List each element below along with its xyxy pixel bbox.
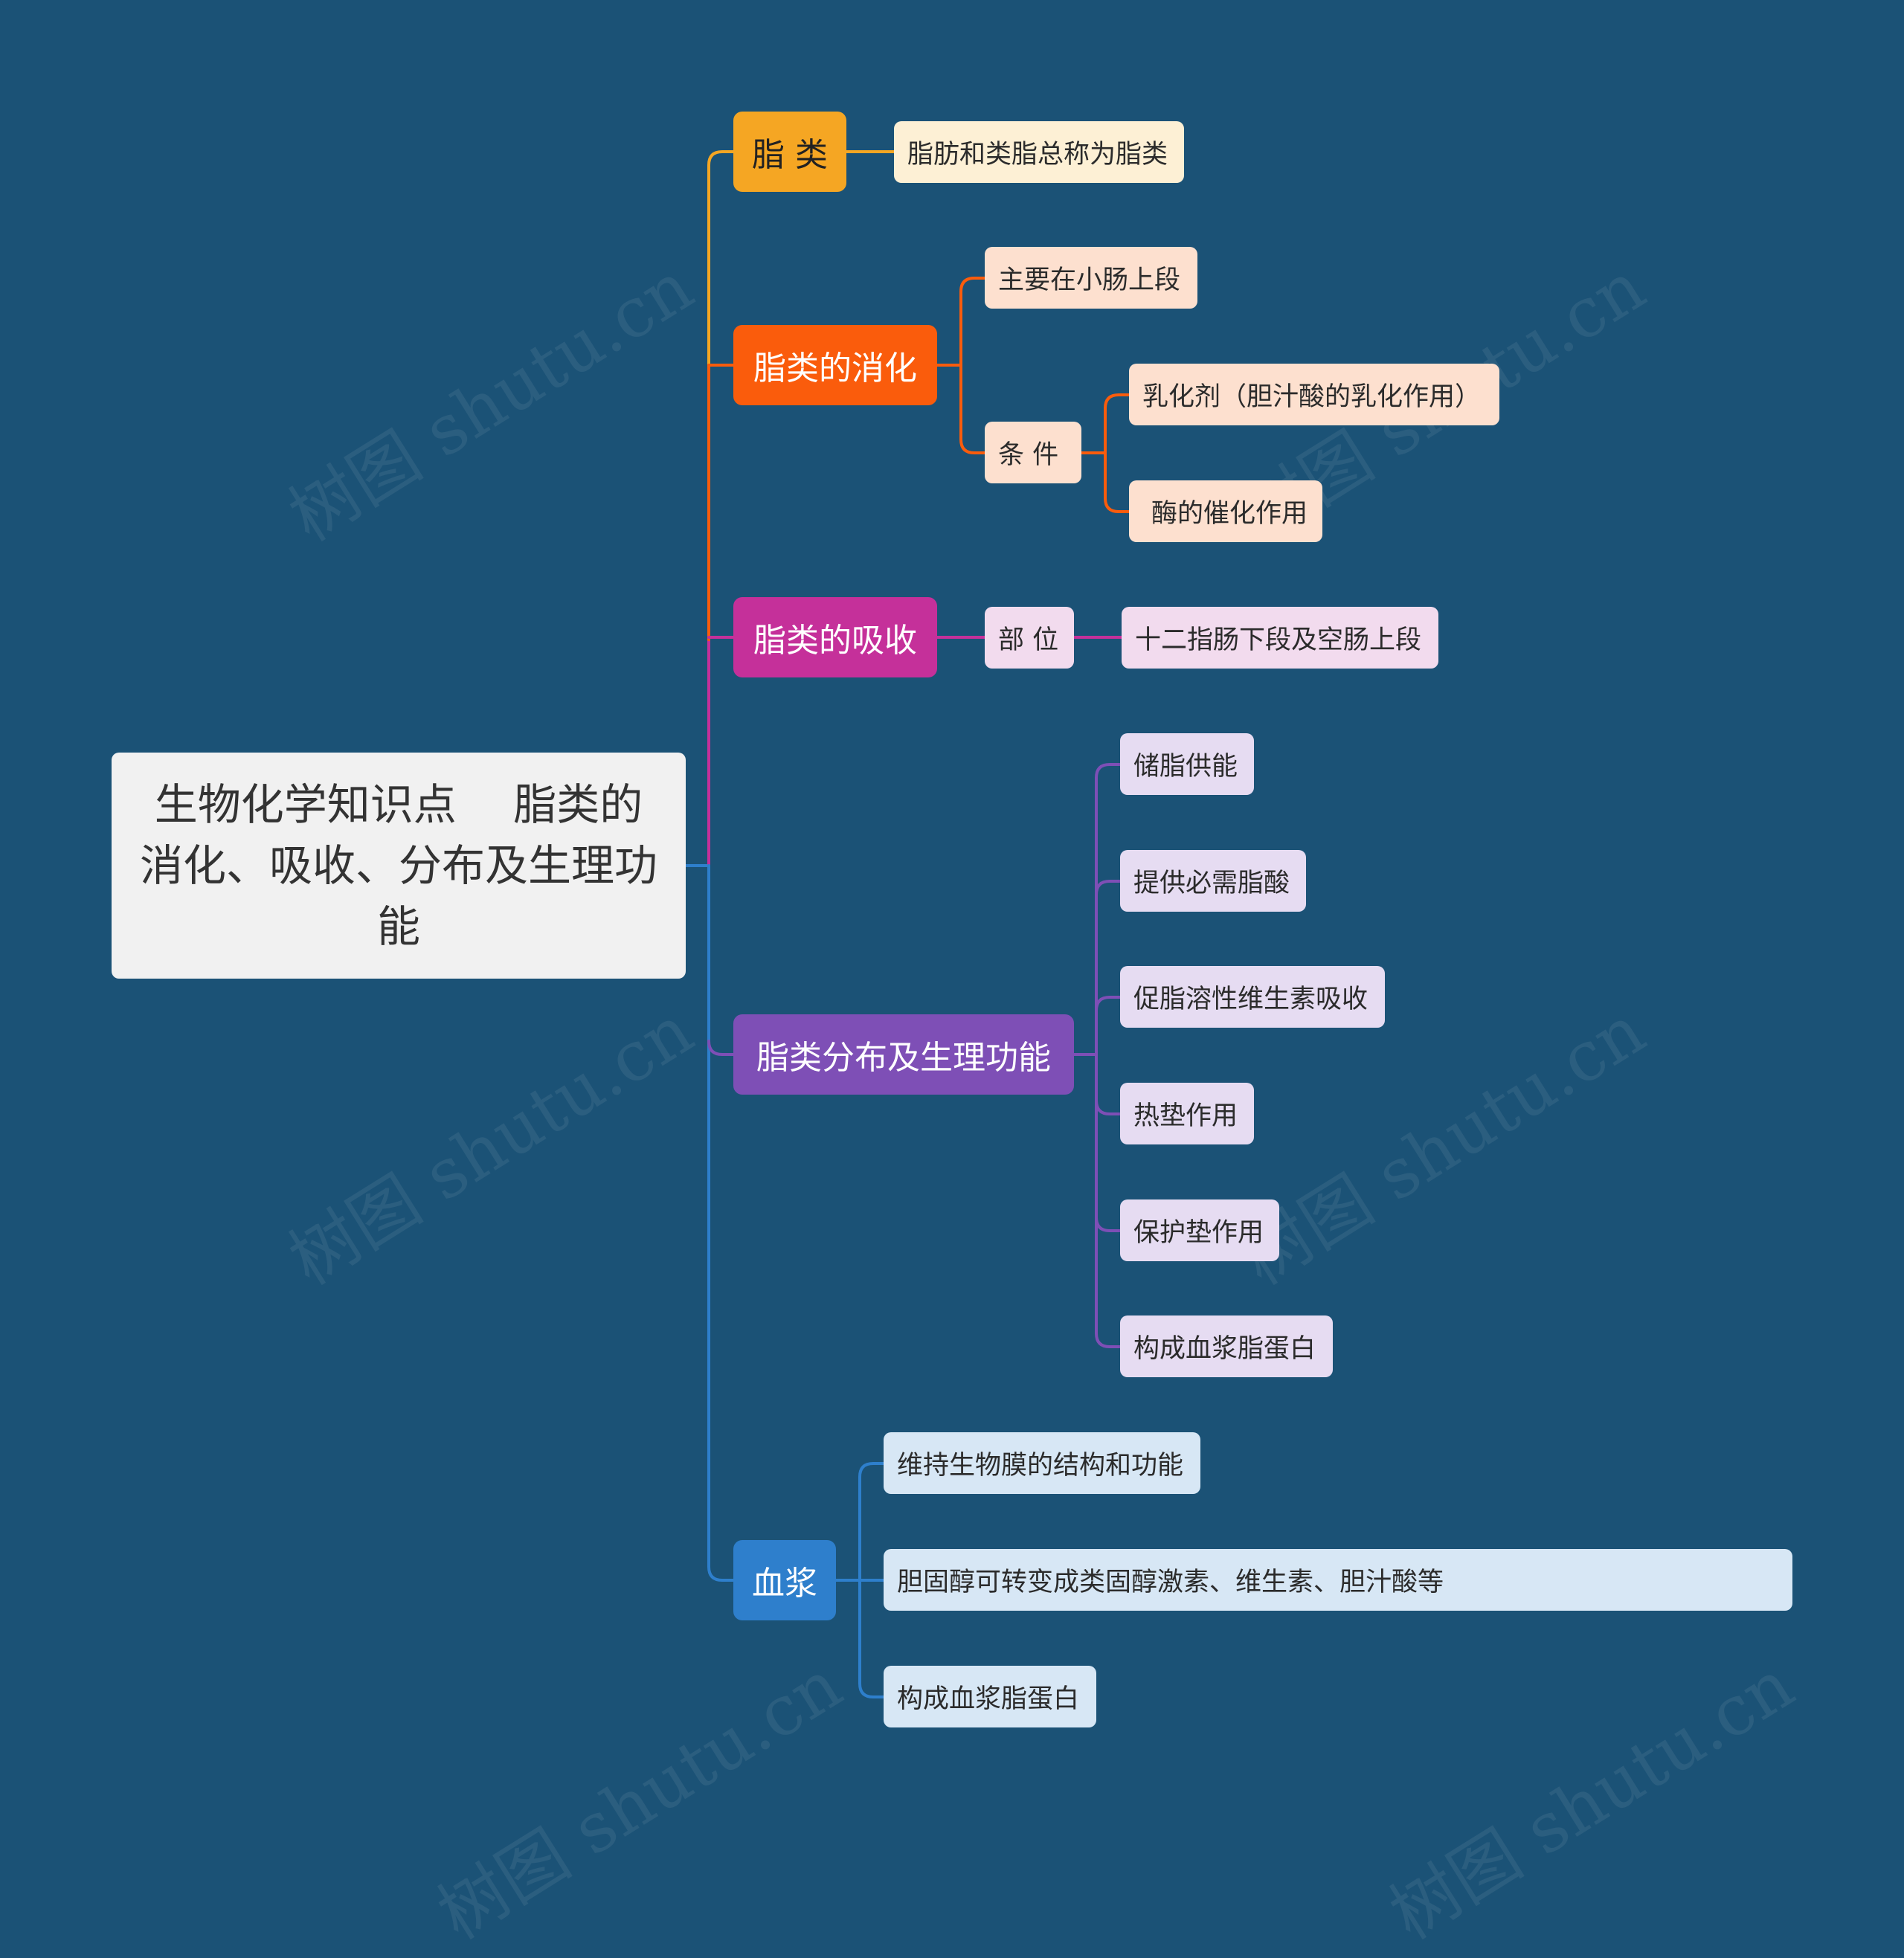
leaf-label: 酶的催化作用 [1151, 499, 1308, 529]
leaf-label: 维持生物膜的结构和功能 [897, 1451, 1184, 1481]
leaf-label: 脂肪和类脂总称为脂类 [907, 140, 1168, 170]
leaf-enzyme-catalysis[interactable]: 酶的催化作用 [1129, 480, 1322, 542]
branch-absorption[interactable]: 脂类的吸收 [733, 597, 937, 677]
leaf-label: 条 件 [998, 440, 1059, 470]
distribution-link-3 [1095, 1053, 1122, 1115]
leaf-label: 构成血浆脂蛋白 [1133, 1334, 1316, 1364]
leaf-membrane-structure[interactable]: 维持生物膜的结构和功能 [884, 1432, 1200, 1494]
branch-digestion-label: 脂类的消化 [753, 350, 917, 387]
trunk-lipid [707, 150, 735, 367]
leaf-label: 主要在小肠上段 [998, 265, 1181, 295]
leaf-absorption-site[interactable]: 部 位 [985, 607, 1074, 669]
plasma-link-0 [858, 1462, 885, 1582]
leaf-label: 胆固醇可转变成类固醇激素、维生素、胆汁酸等 [897, 1568, 1444, 1597]
leaf-thermal-pad[interactable]: 热垫作用 [1120, 1083, 1254, 1144]
leaf-fat-storage[interactable]: 储脂供能 [1120, 733, 1254, 795]
branch-distribution-label: 脂类分布及生理功能 [756, 1039, 1051, 1077]
root-topic-label: 生物化学知识点 脂类的消化、吸收、分布及生理功能 [139, 779, 657, 952]
distribution-link-5 [1095, 1053, 1122, 1348]
root-topic[interactable]: 生物化学知识点 脂类的消化、吸收、分布及生理功能 [112, 753, 686, 979]
branch-lipid[interactable]: 脂 类 [733, 112, 846, 192]
branch-plasma[interactable]: 血浆 [733, 1540, 836, 1620]
trunk-plasma [707, 864, 735, 1582]
digestion-site-link [959, 277, 986, 367]
leaf-digestion-condition[interactable]: 条 件 [985, 422, 1081, 483]
leaf-vitamin-absorption[interactable]: 促脂溶性维生素吸收 [1120, 966, 1385, 1028]
emulsifier-link [1104, 393, 1130, 454]
digestion-condition-link [959, 364, 986, 454]
enzyme-link [1104, 451, 1130, 513]
leaf-duodenum-jejunum[interactable]: 十二指肠下段及空肠上段 [1122, 607, 1438, 669]
distribution-link-4 [1095, 1053, 1122, 1232]
leaf-essential-fatty-acid[interactable]: 提供必需脂酸 [1120, 850, 1306, 912]
leaf-label: 热垫作用 [1133, 1101, 1238, 1131]
leaf-label: 保护垫作用 [1133, 1218, 1264, 1248]
branch-lipid-label: 脂 类 [752, 136, 828, 174]
distribution-link-2 [1095, 996, 1122, 1056]
leaf-emulsifier[interactable]: 乳化剂（胆汁酸的乳化作用） [1129, 364, 1499, 425]
leaf-protective-pad[interactable]: 保护垫作用 [1120, 1199, 1279, 1261]
leaf-plasma-lipoprotein[interactable]: 构成血浆脂蛋白 [1120, 1315, 1333, 1377]
leaf-cholesterol-conversion[interactable]: 胆固醇可转变成类固醇激素、维生素、胆汁酸等 [884, 1549, 1792, 1611]
connector-distribution [707, 1040, 735, 1056]
distribution-link-0 [1095, 763, 1122, 1056]
connector-lines [684, 150, 1130, 1698]
leaf-label: 乳化剂（胆汁酸的乳化作用） [1142, 382, 1482, 412]
leaf-label: 十二指肠下段及空肠上段 [1135, 625, 1422, 655]
leaf-label: 部 位 [998, 625, 1059, 655]
leaf-label: 储脂供能 [1133, 752, 1238, 782]
branch-absorption-label: 脂类的吸收 [753, 622, 917, 660]
leaf-digestion-site[interactable]: 主要在小肠上段 [985, 247, 1197, 309]
branch-digestion[interactable]: 脂类的消化 [733, 325, 937, 405]
leaf-plasma-lipoprotein-2[interactable]: 构成血浆脂蛋白 [884, 1666, 1096, 1727]
distribution-link-1 [1095, 880, 1122, 1056]
leaf-lipid-definition[interactable]: 脂肪和类脂总称为脂类 [894, 121, 1184, 183]
branch-distribution[interactable]: 脂类分布及生理功能 [733, 1014, 1074, 1095]
branch-plasma-label: 血浆 [752, 1565, 817, 1603]
plasma-link-2 [858, 1579, 885, 1698]
leaf-label: 构成血浆脂蛋白 [897, 1684, 1080, 1714]
leaf-label: 提供必需脂酸 [1133, 869, 1290, 898]
leaf-label: 促脂溶性维生素吸收 [1133, 985, 1368, 1014]
mind-map-canvas: 树图 shutu.cn 树图 shutu.cn 树图 shutu.cn 树图 s… [112, 112, 1807, 1955]
